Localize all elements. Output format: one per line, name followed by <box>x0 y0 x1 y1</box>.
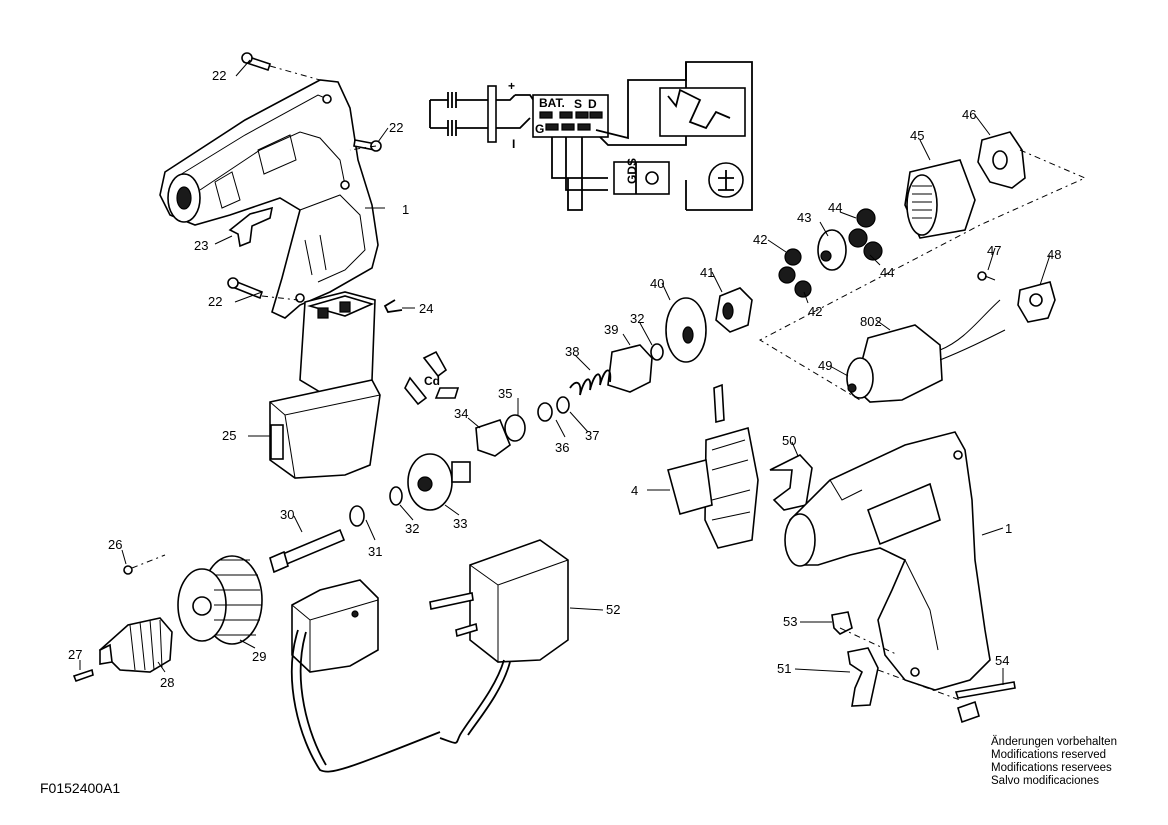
clamp-50 <box>769 454 813 511</box>
callout-44-bottom: 44 <box>880 265 894 280</box>
callout-47: 47 <box>987 243 1001 258</box>
gds-label: GDS <box>625 158 639 184</box>
gear-hub-33 <box>407 453 471 511</box>
screw-22-bottom <box>227 277 263 300</box>
note-line: Änderungen vorbehalten <box>991 736 1117 748</box>
callout-31: 31 <box>368 544 382 559</box>
gear-plate-40 <box>665 297 707 363</box>
callout-22-top: 22 <box>212 68 226 83</box>
screw-27 <box>72 668 94 683</box>
callout-51: 51 <box>777 661 791 676</box>
callout-40: 40 <box>650 276 664 291</box>
plate-46 <box>977 131 1026 189</box>
spring-38 <box>569 369 612 396</box>
callout-36: 36 <box>555 440 569 455</box>
callout-37: 37 <box>585 428 599 443</box>
screw-22-top <box>241 52 272 72</box>
spindle-30 <box>269 528 346 574</box>
drawing-code: F0152400A1 <box>40 780 121 796</box>
callout-45: 45 <box>910 128 924 143</box>
plate-34 <box>475 419 511 457</box>
callout-41: 41 <box>700 265 714 280</box>
note-line: Modifications reservees <box>991 762 1112 774</box>
callout-43: 43 <box>797 210 811 225</box>
g-label: G <box>535 122 544 136</box>
callout-50: 50 <box>782 433 796 448</box>
charger-52 <box>429 539 569 744</box>
callout-25: 25 <box>222 428 236 443</box>
plus-label: + <box>508 79 515 93</box>
clip-23 <box>228 206 274 248</box>
s-label: S <box>574 97 582 111</box>
callout-23: 23 <box>194 238 208 253</box>
minus-label: I <box>512 137 515 151</box>
callout-802: 802 <box>860 314 882 329</box>
hook-24 <box>383 299 403 313</box>
housing-half-left <box>159 79 379 319</box>
callout-54: 54 <box>995 653 1009 668</box>
housing-half-right <box>784 431 991 691</box>
recycle-symbol: Cd <box>404 350 460 406</box>
callout-48: 48 <box>1047 247 1061 262</box>
brush-holder-48 <box>1017 281 1056 323</box>
gears-44 <box>848 208 883 261</box>
callout-30: 30 <box>280 507 294 522</box>
callout-24: 24 <box>419 301 433 316</box>
chuck-28 <box>98 617 173 673</box>
modification-notes: Änderungen vorbehalten Modifications res… <box>991 736 1117 788</box>
motor-802 <box>846 299 1006 403</box>
callout-53: 53 <box>783 614 797 629</box>
motor-housing-45 <box>904 159 976 239</box>
callout-32-top: 32 <box>630 311 644 326</box>
callout-1-right: 1 <box>1005 521 1012 536</box>
chuck-ring-29 <box>177 555 263 645</box>
battery-pack-25 <box>269 291 381 479</box>
callout-38: 38 <box>565 344 579 359</box>
washer-32-top <box>650 343 664 361</box>
screw-26 <box>123 554 166 575</box>
callout-52: 52 <box>606 602 620 617</box>
callout-1-left: 1 <box>402 202 409 217</box>
callout-4: 4 <box>631 483 638 498</box>
clip-53 <box>831 611 853 635</box>
bat-label: BAT. <box>539 96 565 110</box>
callout-42-top: 42 <box>753 232 767 247</box>
callout-34: 34 <box>454 406 468 421</box>
bit-holder-54 <box>954 681 1016 724</box>
callout-28: 28 <box>160 675 174 690</box>
note-line: Salvo modificaciones <box>991 775 1100 787</box>
ring-37 <box>556 396 570 414</box>
callout-44-top: 44 <box>828 200 842 215</box>
belt-clip-51 <box>847 647 879 707</box>
note-line: Modifications reserved <box>991 749 1107 761</box>
ring-gear-41 <box>715 287 753 333</box>
switch-4 <box>667 383 759 549</box>
callout-26: 26 <box>108 537 122 552</box>
screw-47 <box>977 271 996 281</box>
callout-32-bottom: 32 <box>405 521 419 536</box>
washer-32-bottom <box>389 486 403 506</box>
callout-29: 29 <box>252 649 266 664</box>
bearing-31 <box>349 505 365 527</box>
callout-35: 35 <box>498 386 512 401</box>
callout-33: 33 <box>453 516 467 531</box>
washer-36 <box>537 402 553 422</box>
gears-42 <box>778 248 812 298</box>
callout-49: 49 <box>818 358 832 373</box>
circuit-diagram: GDS + I BAT. S D G <box>429 61 753 211</box>
sleeve-35 <box>504 414 526 442</box>
callout-39: 39 <box>604 322 618 337</box>
screw-22-right <box>353 139 382 152</box>
planet-carrier-43 <box>817 229 847 271</box>
d-label: D <box>588 97 597 111</box>
callout-22-bottom: 22 <box>208 294 222 309</box>
spare-battery <box>291 579 441 773</box>
recycle-text: Cd <box>424 374 440 388</box>
callout-42-bottom: 42 <box>808 304 822 319</box>
callout-46: 46 <box>962 107 976 122</box>
disc-39 <box>607 344 653 393</box>
callout-22-right: 22 <box>389 120 403 135</box>
callout-27: 27 <box>68 647 82 662</box>
